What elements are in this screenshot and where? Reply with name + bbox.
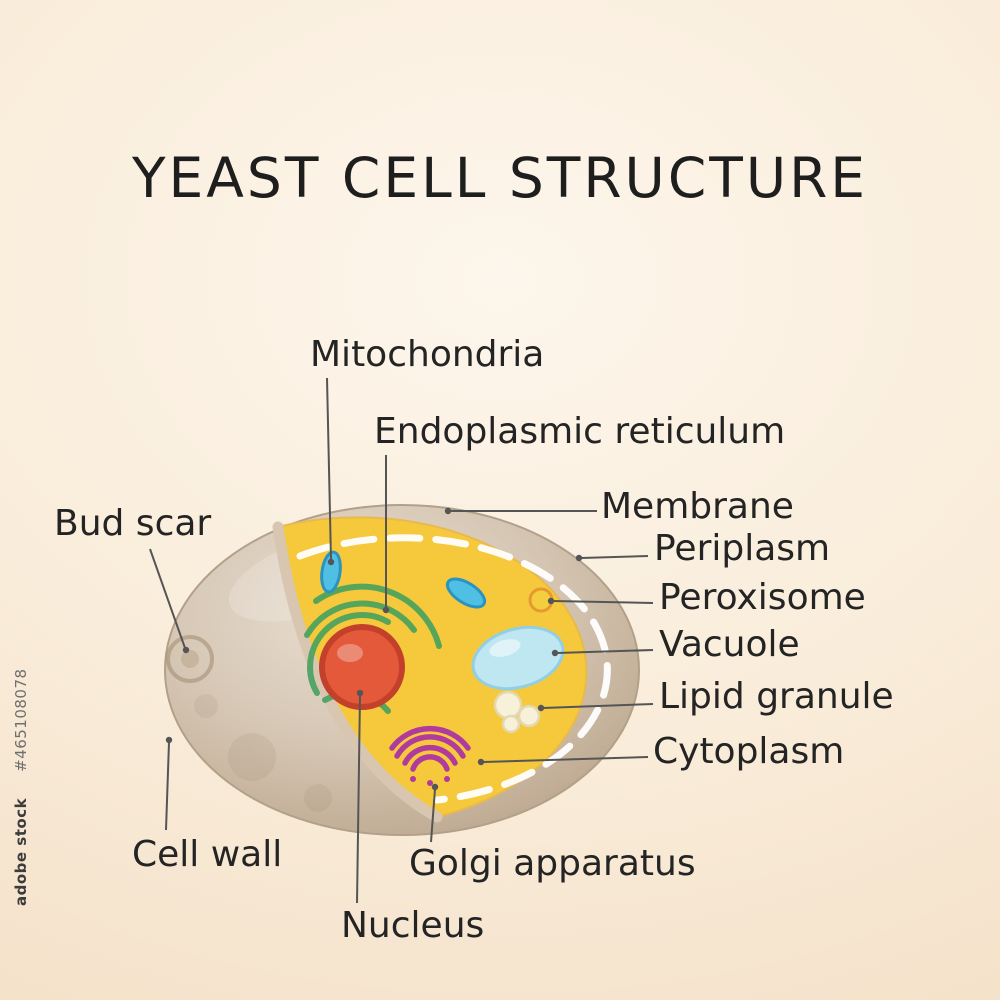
label-cell-wall: Cell wall bbox=[132, 834, 283, 875]
label-lipid-granule: Lipid granule bbox=[659, 676, 894, 717]
label-vacuole: Vacuole bbox=[659, 624, 800, 665]
cell-wall-spots bbox=[194, 694, 332, 812]
vacuole-shape bbox=[471, 625, 565, 691]
bud-scar-shape bbox=[166, 635, 214, 683]
mitochondria-shape bbox=[320, 550, 487, 609]
lipid-granule-shape bbox=[493, 690, 541, 734]
golgi-apparatus-shape bbox=[389, 725, 471, 786]
leader-nucleus bbox=[356, 689, 364, 904]
leader-cytoplasm bbox=[477, 756, 649, 766]
leader-lines bbox=[149, 377, 654, 904]
label-peroxisome: Peroxisome bbox=[659, 577, 866, 618]
leader-periplasm bbox=[575, 554, 649, 562]
label-endoplasmic-reticulum: Endoplasmic reticulum bbox=[374, 411, 786, 452]
label-membrane: Membrane bbox=[601, 486, 794, 527]
leader-golgi bbox=[430, 783, 439, 843]
leader-bud-scar bbox=[149, 548, 190, 654]
label-golgi-apparatus: Golgi apparatus bbox=[409, 843, 696, 884]
label-cytoplasm: Cytoplasm bbox=[653, 731, 845, 772]
leader-lipid-granule bbox=[537, 703, 654, 712]
leader-membrane bbox=[444, 507, 597, 515]
label-mitochondria: Mitochondria bbox=[310, 334, 545, 375]
leader-vacuole bbox=[551, 649, 654, 657]
label-bud-scar: Bud scar bbox=[54, 503, 212, 544]
leader-peroxisome bbox=[547, 597, 654, 605]
label-nucleus: Nucleus bbox=[341, 905, 485, 946]
leader-cell-wall bbox=[165, 736, 173, 831]
membrane-dashed-line bbox=[296, 534, 611, 804]
nucleus-shape bbox=[319, 624, 405, 710]
cut-rim bbox=[272, 521, 443, 823]
label-periplasm: Periplasm bbox=[654, 528, 831, 569]
diagram-title: YEAST CELL STRUCTURE bbox=[131, 146, 869, 210]
watermark-brand: adobe stock bbox=[12, 797, 30, 906]
watermark-asset-id: #465108078 bbox=[12, 668, 30, 772]
leader-mitochondria bbox=[326, 377, 335, 566]
leader-endoplasmic-reticulum bbox=[382, 455, 390, 614]
watermark: adobe stock #465108078 bbox=[12, 668, 30, 906]
